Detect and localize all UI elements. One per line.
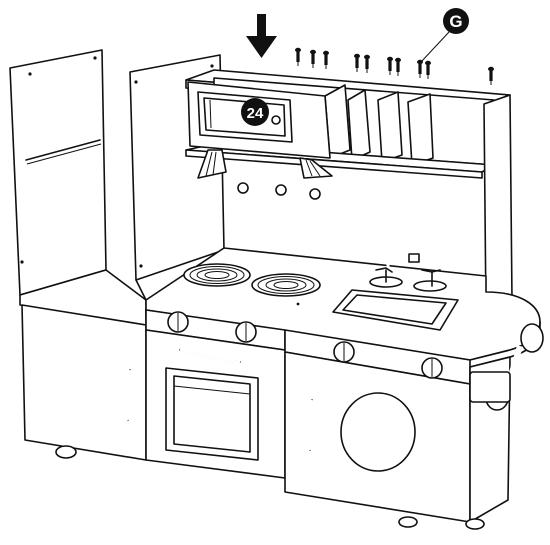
step-number-badge: 24	[241, 98, 269, 126]
under-shelf-lights	[197, 149, 333, 179]
left-side-panel	[9, 49, 111, 305]
faucet	[369, 225, 447, 292]
stove-burners	[183, 263, 321, 297]
right-side-panel	[469, 323, 544, 523]
feet	[398, 516, 485, 530]
screw-icon	[295, 47, 301, 66]
down-arrow-icon	[246, 14, 277, 58]
washer-front	[284, 329, 471, 523]
stove-knobs	[167, 311, 257, 343]
screw-icon-group	[295, 47, 494, 85]
microwave: 24	[187, 81, 331, 159]
screw-icon	[354, 53, 360, 72]
step-number-label: 24	[247, 105, 264, 122]
screw-icon	[310, 49, 316, 68]
screw-icon	[425, 60, 431, 79]
screw-icon	[488, 66, 494, 85]
left-cabinet	[19, 269, 147, 461]
oven-front	[145, 309, 286, 479]
screw-icon	[417, 59, 423, 78]
utensil-hooks	[237, 182, 321, 200]
screw-icon	[364, 54, 370, 73]
sink	[332, 289, 459, 331]
part-g-callout: G	[420, 8, 469, 63]
screw-icon	[387, 56, 393, 75]
screw-icon	[323, 50, 329, 69]
part-letter-label: G	[449, 12, 462, 31]
screw-icon	[395, 57, 401, 76]
